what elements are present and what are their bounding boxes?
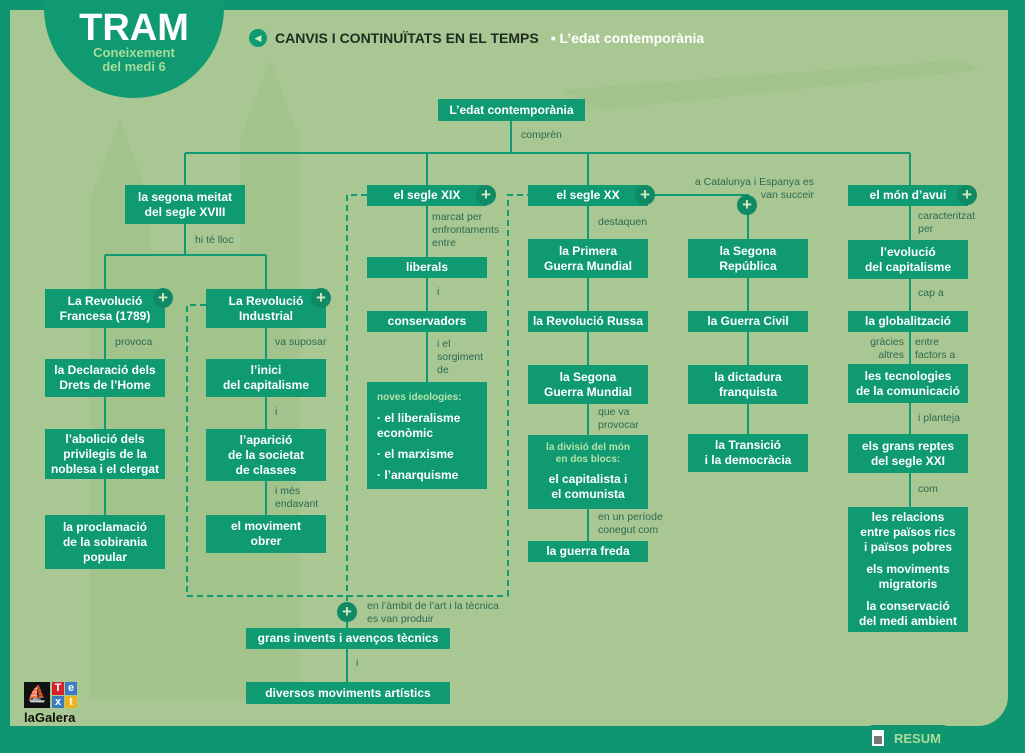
link-label: i el sorgiment de <box>437 338 484 376</box>
node-item: les tecnologies de la comunicació <box>848 364 968 403</box>
node-item: la Declaració dels Drets de l’Home <box>45 359 165 397</box>
ideology-item: · el marxisme <box>377 447 454 461</box>
logo-letter: t <box>65 695 77 708</box>
logo-letter: T <box>52 682 64 695</box>
brand-title: TRAM <box>79 7 189 49</box>
challenge-item: les relacions entre països rics i països… <box>860 510 956 554</box>
node-item: la guerra freda <box>528 541 648 562</box>
link-label: que va provocar <box>598 406 639 431</box>
back-arrow-icon[interactable]: ◀ <box>249 29 267 47</box>
challenge-item: la conservació del medi ambient <box>858 599 958 628</box>
node-item: conservadors <box>367 311 487 332</box>
node-item: la globalització <box>848 311 968 332</box>
node-item: els grans reptes del segle XXI <box>848 434 968 473</box>
logo-letter: e <box>65 682 77 695</box>
node-item: l’inici del capitalisme <box>206 359 326 397</box>
node-inventions: grans invents i avenços tècnics <box>246 628 450 649</box>
link-label: i <box>437 286 440 298</box>
expand-plus-icon[interactable]: + <box>337 602 357 622</box>
node-item: la Revolució Russa <box>528 311 648 332</box>
node-industrial-revolution: La Revolució Industrial <box>206 289 326 328</box>
ship-logo-icon: ⛵ <box>24 682 50 708</box>
brand-subtitle: Coneixement del medi 6 <box>93 45 175 74</box>
link-label: caracteritzat per <box>918 210 976 235</box>
node-challenges: les relacions entre països rics i països… <box>848 507 968 632</box>
link-label: i planteja <box>918 412 961 424</box>
link-label: destaquen <box>598 216 648 228</box>
link-label: en un període conegut com <box>598 511 663 536</box>
node-ideologies: noves ideologies: · el liberalisme econò… <box>367 382 487 489</box>
link-label: hi té lloc <box>195 234 234 246</box>
resum-button[interactable]: RESUM <box>862 725 954 751</box>
pdf-icon <box>872 730 884 746</box>
node-french-revolution: La Revolució Francesa (1789) <box>45 289 165 328</box>
node-item: l’abolició dels privilegis de la noblesa… <box>45 429 165 479</box>
expand-plus-icon[interactable]: + <box>476 185 496 205</box>
link-label: i <box>356 657 359 669</box>
node-item: la Guerra Civil <box>688 311 808 332</box>
link-label: i <box>275 406 278 418</box>
node-item: la Primera Guerra Mundial <box>528 239 648 278</box>
header: ◀ CANVIS I CONTINUÏTATS EN EL TEMPS • L’… <box>249 29 704 47</box>
node-item: la dictadura franquista <box>688 365 808 404</box>
node-root: L’edat contemporània <box>438 99 585 121</box>
node-art-movements: diversos moviments artístics <box>246 682 450 704</box>
node-20th-century: el segle XX <box>528 185 648 206</box>
header-section: • L’edat contemporània <box>550 30 705 46</box>
node-item: la Transició i la democràcia <box>688 434 808 472</box>
node-item: la proclamació de la sobirania popular <box>45 515 165 569</box>
header-title: CANVIS I CONTINUÏTATS EN EL TEMPS <box>275 30 539 46</box>
node-today: el món d’avui <box>848 185 968 206</box>
link-label: a Catalunya i Espanya es van succeir <box>694 176 814 201</box>
expand-plus-icon[interactable]: + <box>311 288 331 308</box>
expand-plus-icon[interactable]: + <box>737 195 757 215</box>
resum-label: RESUM <box>894 730 941 746</box>
link-label: provoca <box>115 336 153 348</box>
challenge-item: els moviments migratoris <box>866 562 950 591</box>
node-19th-century: el segle XIX <box>367 185 487 206</box>
node-item: l’aparició de la societat de classes <box>206 429 326 481</box>
node-two-blocs: la divisió del món en dos blocs: el capi… <box>528 435 648 509</box>
logo-letter: x <box>52 695 64 708</box>
link-label: i més endavant <box>275 485 319 510</box>
link-label: com <box>918 483 938 495</box>
node-item: l’evolució del capitalisme <box>848 240 968 279</box>
node-18th-century: la segona meitat del segle XVIII <box>125 185 245 224</box>
expand-plus-icon[interactable]: + <box>635 185 655 205</box>
expand-plus-icon[interactable]: + <box>153 288 173 308</box>
link-label: en l’àmbit de l’art i la tècnica es van … <box>367 600 499 625</box>
link-label: marcat per enfrontaments entre <box>432 211 500 249</box>
node-item: el moviment obrer <box>206 515 326 553</box>
link-label: comprèn <box>521 129 562 141</box>
link-label: entre factors a <box>915 336 956 361</box>
ideology-item: · l’anarquisme <box>377 468 459 482</box>
expand-plus-icon[interactable]: + <box>957 185 977 205</box>
blocs-body: el capitalista i el comunista <box>548 472 628 501</box>
link-label: cap a <box>918 287 944 299</box>
publisher-logo: ⛵ T e x t laGalera <box>24 682 86 725</box>
ideologies-heading: noves ideologies: <box>377 392 462 403</box>
node-item: liberals <box>367 257 487 278</box>
blocs-heading: la divisió del món en dos blocs: <box>546 442 630 465</box>
node-item: la Segona Guerra Mundial <box>528 365 648 404</box>
ideology-item: · el liberalisme econòmic <box>377 411 461 440</box>
link-label: va suposar <box>275 336 327 348</box>
link-label: gràcies altres <box>870 336 904 361</box>
node-item: la Segona República <box>688 239 808 278</box>
logo-text: laGalera <box>24 710 76 725</box>
